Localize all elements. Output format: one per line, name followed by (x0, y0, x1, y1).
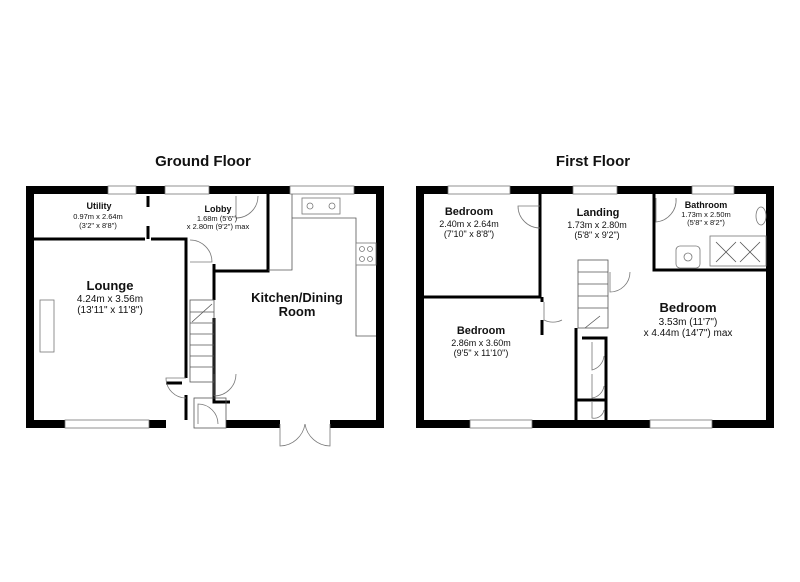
first-floor-doors (517, 197, 677, 419)
ground-floor-stairs (189, 299, 215, 383)
first-floor-title: First Floor (556, 153, 630, 170)
lobby-name: Lobby (205, 204, 232, 214)
bedroom-sw-name: Bedroom (457, 325, 506, 337)
lounge-name: Lounge (87, 278, 134, 293)
first-floor-windows (447, 185, 735, 429)
landing-dimensions-imperial: (5'8" x 9'2") (574, 230, 619, 240)
lounge-dimensions-imperial: (13'11" x 11'8") (77, 305, 143, 316)
door-swing-icon (655, 197, 677, 223)
bathroom-dimensions-metric: 1.73m x 2.50m (681, 210, 731, 219)
kitchen-name-line-1: Kitchen/Dining (251, 290, 343, 305)
bedroom-nw-name: Bedroom (445, 206, 494, 218)
landing-name: Landing (577, 207, 620, 219)
bedroom-nw-dimensions-metric: 2.40m x 2.64m (439, 219, 499, 229)
ground-floor-plan: Ground Floor (26, 153, 384, 447)
door-swing-icon (213, 373, 237, 397)
kitchen-fittings (39, 194, 377, 353)
bedroom-e-dimension-line-2: x 4.44m (14'7") max (644, 328, 733, 339)
cupboard-door-icon (591, 402, 605, 419)
ground-floor-doors (165, 195, 331, 447)
utility-dimensions-metric: 0.97m x 2.64m (73, 212, 123, 221)
bedroom-sw-dimensions-metric: 2.86m x 3.60m (451, 338, 511, 348)
kitchen-sink-icon (301, 197, 341, 215)
wardrobe-door-icon (591, 374, 605, 399)
door-swing-icon (609, 271, 631, 293)
hob-icon (355, 242, 377, 266)
french-door-right-icon (304, 423, 331, 447)
kitchen-name-line-2: Room (279, 304, 316, 319)
lobby-dimension-line-2: x 2.80m (9'2") max (187, 222, 250, 231)
french-door-left-icon (279, 423, 306, 447)
landing-dimensions-metric: 1.73m x 2.80m (567, 220, 627, 230)
wardrobe-door-icon (591, 342, 605, 371)
bedroom-nw-dimensions-imperial: (7'10" x 8'8") (444, 229, 494, 239)
chimney-breast (39, 299, 55, 353)
lounge-dimensions-metric: 4.24m x 3.56m (77, 294, 143, 305)
first-floor-plan: First Floor (416, 153, 774, 429)
toilet-icon (755, 206, 767, 226)
utility-name: Utility (86, 201, 111, 211)
ground-floor-title: Ground Floor (155, 153, 251, 170)
door-swing-icon (189, 239, 213, 263)
front-door-swing-icon (197, 403, 219, 425)
door-swing-icon (235, 195, 259, 219)
bedroom-sw-dimensions-imperial: (9'5" x 11'10") (454, 348, 509, 358)
entrance-porch (193, 397, 227, 429)
bathroom-name: Bathroom (685, 200, 728, 210)
door-swing-icon (543, 302, 563, 323)
bathroom-dimensions-imperial: (5'8" x 8'2") (687, 218, 725, 227)
lobby-dimension-line-1: 1.68m (5'6") (197, 214, 238, 223)
door-swing-icon (165, 377, 187, 399)
first-floor-stairs (577, 259, 609, 329)
bathroom-fittings (675, 206, 767, 269)
door-swing-icon (517, 205, 541, 229)
utility-dimensions-imperial: (3'2" x 8'8") (79, 221, 117, 230)
bedroom-e-name: Bedroom (659, 300, 716, 315)
bath-icon (709, 235, 767, 267)
bedroom-e-dimension-line-1: 3.53m (11'7") (659, 317, 718, 328)
ground-floor-windows (64, 185, 355, 429)
